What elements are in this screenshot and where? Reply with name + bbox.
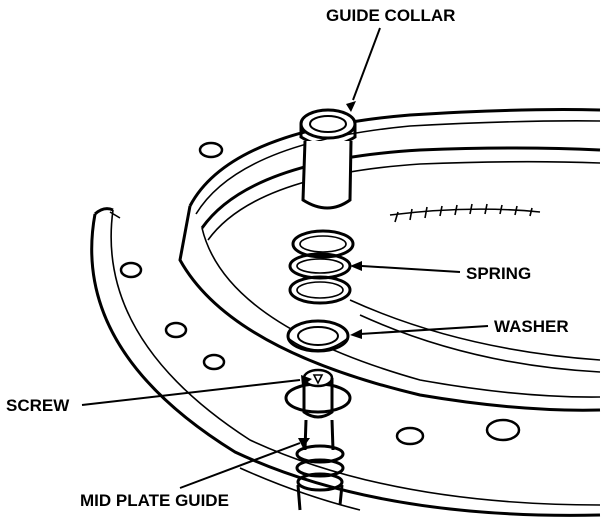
screw (284, 368, 352, 419)
label-washer: WASHER (494, 317, 569, 336)
spring-arrowhead (350, 261, 362, 271)
label-screw: SCREW (6, 396, 70, 415)
label-guide-collar: GUIDE COLLAR (326, 6, 455, 25)
plate-bolt-holes (119, 141, 521, 446)
guide-collar-arrowhead (346, 101, 356, 112)
mid-plate-ring (90, 108, 601, 517)
screw-arrowhead (301, 375, 312, 386)
label-mid-plate-guide: MID PLATE GUIDE (80, 491, 229, 510)
guide-collar (299, 108, 357, 210)
mid-plate-guide-arrowhead (298, 438, 310, 448)
washer-arrowhead (350, 329, 362, 339)
spring (288, 229, 355, 305)
washer (286, 319, 350, 353)
mid-plate-guide-part (295, 419, 345, 511)
label-spring: SPRING (466, 264, 531, 283)
leader-lines (81, 27, 489, 489)
